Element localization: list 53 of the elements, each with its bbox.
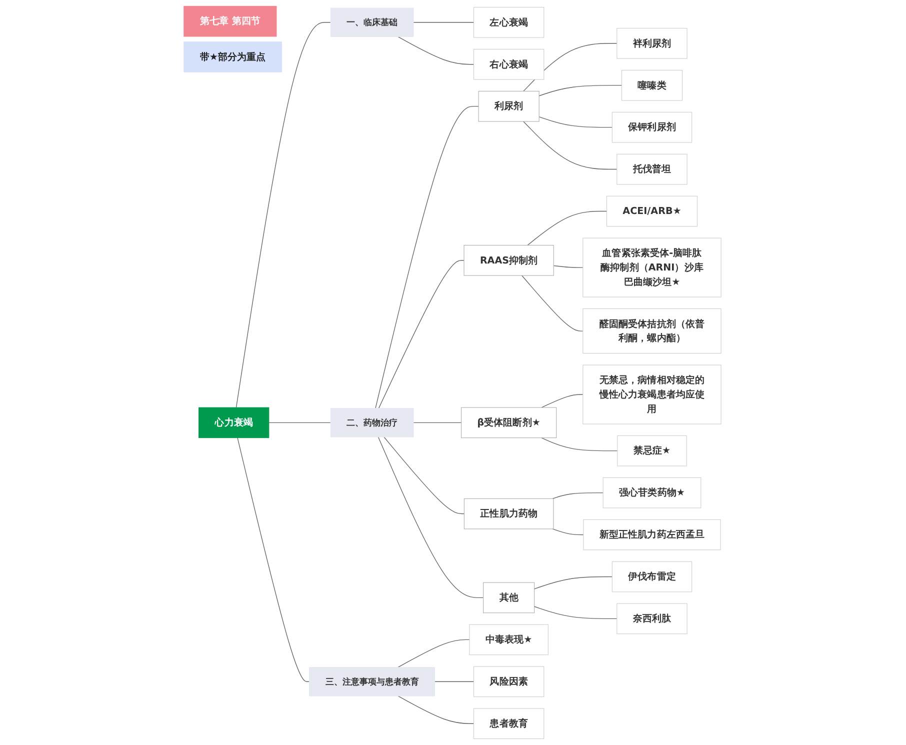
connector xyxy=(378,436,484,598)
connector xyxy=(541,436,618,451)
connector xyxy=(236,22,331,408)
connector xyxy=(552,528,584,535)
connector xyxy=(237,436,310,682)
node-box: 患者教育 xyxy=(474,708,544,739)
node-box: 无禁忌，病情相对稳定的慢性心力衰竭患者均应使用 xyxy=(582,364,722,424)
connector xyxy=(434,680,474,682)
connector xyxy=(268,422,331,423)
connector xyxy=(413,422,462,423)
connector xyxy=(552,492,604,498)
node-box: 一、临床基础 xyxy=(330,7,414,36)
node-box: RAAS抑制剂 xyxy=(464,244,554,276)
node-box: 其他 xyxy=(483,582,535,613)
node-box: 伊伐布雷定 xyxy=(612,560,692,592)
node-box: β受体阻断剂★ xyxy=(461,406,557,438)
connector xyxy=(553,264,584,268)
connector xyxy=(534,606,618,619)
node-box: 带★部分为重点 xyxy=(184,41,282,72)
node-box: 血管紧张素受体-脑啡肽酶抑制剂（ARNI）沙库巴曲缬沙坦★ xyxy=(582,237,722,297)
node-box: 袢利尿剂 xyxy=(616,27,688,58)
node-box: 第七章 第四节 xyxy=(184,5,277,36)
connector xyxy=(523,120,618,170)
node-box: 奈西利肽 xyxy=(616,602,688,634)
connector xyxy=(527,210,608,246)
node-box: 噻嗪类 xyxy=(621,69,683,100)
connector xyxy=(522,274,584,331)
node-box: 中毒表现★ xyxy=(469,624,548,655)
connector xyxy=(378,260,464,408)
node-box: 新型正性肌力药左西孟旦 xyxy=(583,518,721,550)
node-box: 三、注意事项与患者教育 xyxy=(309,666,435,696)
connector xyxy=(384,436,465,514)
node-box: 心力衰竭 xyxy=(198,406,270,438)
node-box: 强心苷类药物★ xyxy=(602,476,702,508)
node-box: 醛固酮受体拮抗剂（依普利酮，螺内酯） xyxy=(582,308,722,354)
connector xyxy=(541,394,584,408)
node-box: 利尿剂 xyxy=(478,90,540,122)
connector xyxy=(398,638,470,668)
node-box: 正性肌力药物 xyxy=(464,498,554,529)
connector xyxy=(398,36,474,64)
connector xyxy=(534,576,612,589)
node-box: 右心衰竭 xyxy=(474,48,544,80)
connector xyxy=(398,695,474,724)
connector xyxy=(375,105,479,408)
node-box: 二、药物治疗 xyxy=(330,408,414,437)
node-box: 禁忌症★ xyxy=(617,434,687,466)
connector xyxy=(538,84,622,96)
node-box: 托伐普坦 xyxy=(616,153,688,184)
node-box: 保钾利尿剂 xyxy=(612,111,692,142)
node-box: ACEI/ARB★ xyxy=(606,195,698,226)
node-box: 左心衰竭 xyxy=(474,6,544,38)
connector xyxy=(538,116,612,128)
node-box: 风险因素 xyxy=(474,666,544,697)
